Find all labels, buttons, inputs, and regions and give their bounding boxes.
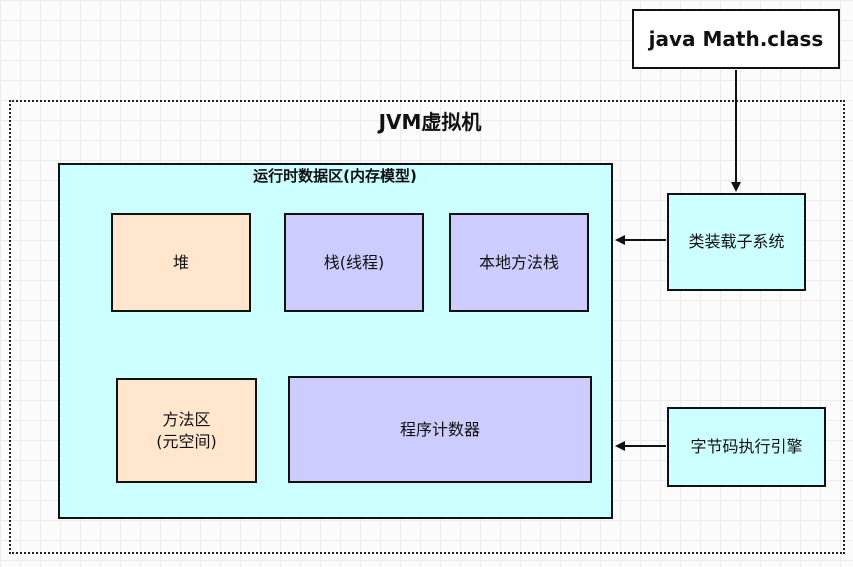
execution-engine-label: 字节码执行引擎 — [690, 437, 803, 457]
stack-box: 栈(线程) — [284, 213, 424, 312]
program-counter-box: 程序计数器 — [288, 376, 592, 483]
native-method-stack-label: 本地方法栈 — [478, 252, 559, 272]
stack-label: 栈(线程) — [323, 252, 385, 272]
java-class-file-label: java Math.class — [648, 26, 824, 51]
native-method-stack-box: 本地方法栈 — [449, 213, 589, 312]
class-loader-subsystem-label: 类装载子系统 — [688, 232, 785, 252]
jvm-title: JVM虚拟机 — [378, 110, 482, 134]
java-class-file-box: java Math.class — [632, 9, 840, 69]
execution-engine-box: 字节码执行引擎 — [667, 407, 826, 487]
program-counter-label: 程序计数器 — [399, 419, 480, 439]
heap-label: 堆 — [172, 252, 189, 272]
runtime-data-area-title: 运行时数据区(内存模型) — [253, 167, 417, 185]
class-loader-subsystem-box: 类装载子系统 — [667, 193, 806, 291]
method-area-box: 方法区 (元空间) — [116, 378, 257, 483]
method-area-sublabel: (元空间) — [156, 431, 217, 451]
jvm-container — [9, 100, 845, 554]
heap-box: 堆 — [111, 213, 251, 312]
method-area-label: 方法区 — [162, 409, 211, 429]
